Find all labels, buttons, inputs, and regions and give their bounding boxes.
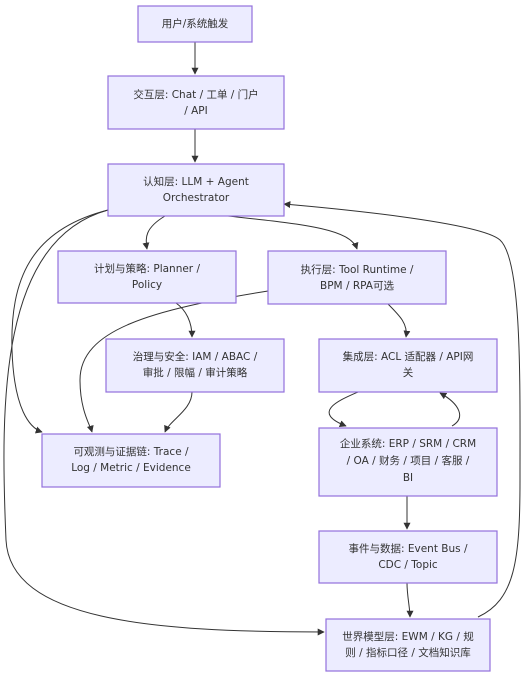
node-interaction-line-1: 交互层: Chat / 工单 / 门户 [133, 88, 258, 101]
node-planning-line-2: Policy [132, 279, 162, 291]
node-world-model-line-2: 则 / 指标口径 / 文档知识库 [345, 646, 470, 659]
node-execution-line-1: 执行层: Tool Runtime / [301, 263, 414, 276]
node-planning-line-1: 计划与策略: Planner / [94, 262, 200, 275]
node-trigger: 用户/系统触发 [137, 5, 253, 43]
node-enterprise-line-3: BI [403, 472, 413, 484]
edge-cognition-to-world-model [3, 209, 325, 636]
edge-cognition-to-execution [227, 215, 359, 250]
node-events-line-1: 事件与数据: Event Bus / [349, 542, 468, 555]
edge-planning-to-governance [175, 302, 196, 338]
node-events: 事件与数据: Event Bus / CDC / Topic [318, 530, 498, 584]
node-integration-line-2: 关 [403, 366, 414, 379]
node-enterprise-line-2: / OA / 财务 / 项目 / 客服 / [347, 454, 470, 467]
node-events-line-2: CDC / Topic [378, 559, 438, 571]
node-observability: 可观测与证据链: Trace / Log / Metric / Evidence [41, 433, 221, 488]
node-governance: 治理与安全: IAM / ABAC / 审批 / 限幅 / 审计策略 [105, 338, 285, 393]
node-enterprise-line-1: 企业系统: ERP / SRM / CRM [340, 437, 476, 450]
edges [3, 42, 521, 636]
node-world-model: 世界模型层: EWM / KG / 规 则 / 指标口径 / 文档知识库 [325, 618, 491, 672]
node-cognition-line-1: 认知层: LLM + Agent [143, 175, 249, 188]
node-integration: 集成层: ACL 适配器 / API网 关 [318, 338, 498, 393]
edge-execution-to-observability [79, 290, 269, 433]
edge-governance-to-observability [164, 391, 193, 433]
node-enterprise: 企业系统: ERP / SRM / CRM / OA / 财务 / 项目 / 客… [318, 427, 498, 497]
node-cognition: 认知层: LLM + Agent Orchestrator [107, 163, 285, 217]
edge-integration-to-enterprise [328, 391, 359, 427]
node-governance-line-2: 审批 / 限幅 / 审计策略 [143, 366, 248, 379]
node-governance-line-1: 治理与安全: IAM / ABAC / [133, 350, 258, 363]
edge-cognition-to-observability [11, 209, 109, 434]
node-trigger-line-1: 用户/系统触发 [162, 17, 229, 30]
node-interaction: 交互层: Chat / 工单 / 门户 / API [107, 75, 285, 130]
node-execution: 执行层: Tool Runtime / BPM / RPA可选 [267, 250, 447, 305]
edge-execution-to-integration [387, 303, 411, 338]
node-world-model-line-1: 世界模型层: EWM / KG / 规 [342, 630, 474, 643]
node-observability-line-2: Log / Metric / Evidence [71, 462, 191, 474]
edge-enterprise-to-integration [439, 392, 461, 427]
edge-cognition-to-planning [142, 215, 166, 250]
node-planning: 计划与策略: Planner / Policy [57, 250, 237, 304]
node-interaction-line-2: / API [184, 105, 208, 117]
edge-events-to-world-model [406, 582, 414, 618]
node-observability-line-1: 可观测与证据链: Trace / [73, 445, 189, 458]
edge-world-model-to-cognition [283, 201, 521, 618]
node-integration-line-1: 集成层: ACL 适配器 / API网 [343, 350, 474, 363]
node-execution-line-2: BPM / RPA可选 [320, 279, 394, 292]
node-cognition-line-2: Orchestrator [163, 192, 230, 204]
